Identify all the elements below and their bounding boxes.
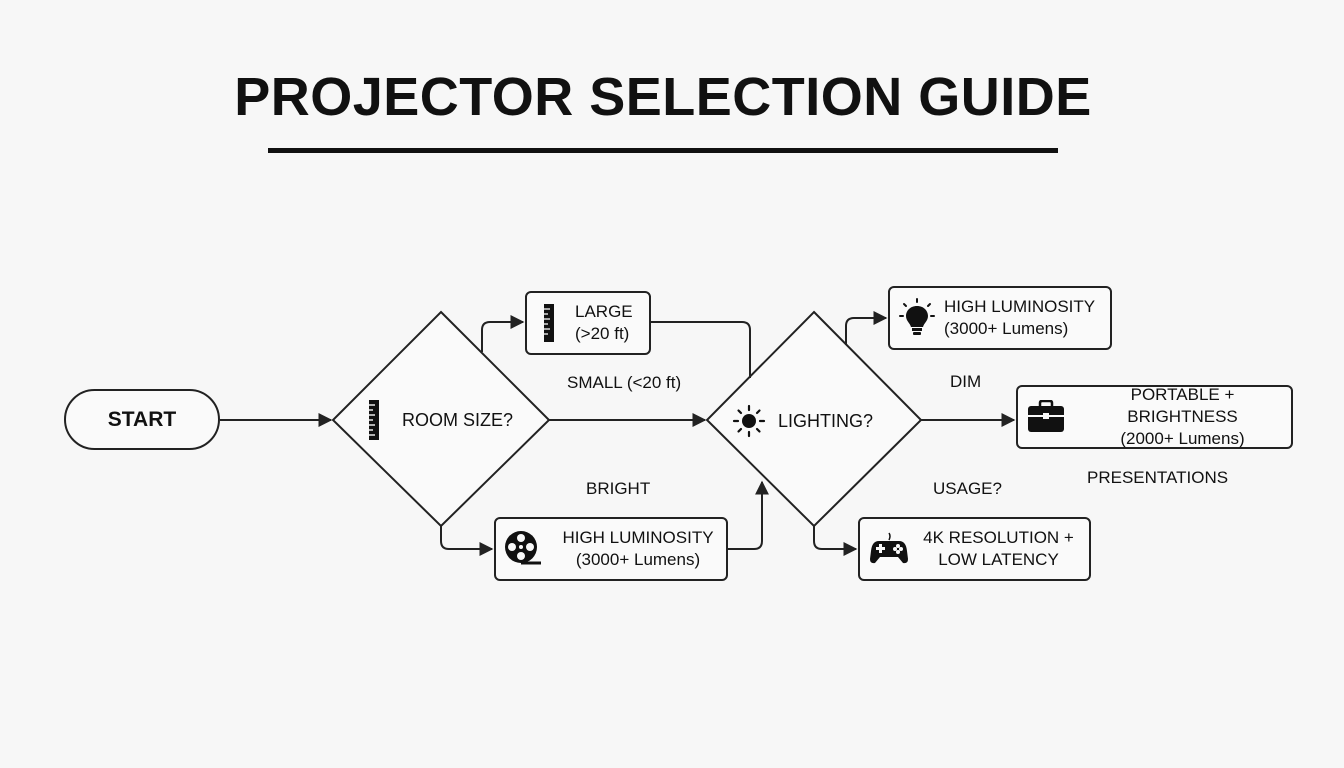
room-size-text: ROOM SIZE?	[402, 409, 514, 430]
gamepad-icon	[870, 532, 908, 564]
high-lum-bottom-line1: HIGH LUMINOSITY	[562, 528, 714, 547]
lighting-to-highlum-top-arrow	[845, 311, 888, 345]
ruler-icon	[544, 304, 554, 342]
edge-label-presentations: PRESENTATIONS	[1087, 468, 1229, 487]
film-reel-icon	[505, 531, 541, 565]
portable-brightness-node: PORTABLE + BRIGHTNESS (2000+ Lumens)	[1016, 385, 1293, 449]
lighting-to-gaming-arrow	[813, 526, 858, 556]
highlum-bottom-to-lighting-arrow	[728, 480, 769, 550]
start-node: START	[64, 389, 220, 450]
lighting-label: LIGHTING?	[732, 404, 873, 438]
edge-label-usage: USAGE?	[933, 479, 1002, 498]
lightbulb-icon	[899, 298, 935, 335]
title-underline	[268, 148, 1058, 153]
ruler-icon	[369, 400, 379, 440]
high-lum-top-line1: HIGH LUMINOSITY	[944, 297, 1096, 316]
high-luminosity-top-node: HIGH LUMINOSITY (3000+ Lumens)	[888, 286, 1112, 350]
high-luminosity-bottom-node: HIGH LUMINOSITY (3000+ Lumens)	[494, 517, 728, 581]
sun-icon	[732, 404, 766, 438]
room-size-label: ROOM SIZE?	[366, 398, 513, 442]
4k-low-latency-node: 4K RESOLUTION + LOW LATENCY	[858, 517, 1091, 581]
page-title: PROJECTOR SELECTION GUIDE	[234, 67, 1092, 127]
room-to-large-arrow	[481, 315, 525, 352]
edge-label-dim: DIM	[950, 372, 982, 391]
portable-line2: (2000+ Lumens)	[1120, 429, 1245, 448]
high-lum-bottom-line2: (3000+ Lumens)	[575, 550, 701, 569]
gaming-line2: LOW LATENCY	[938, 550, 1059, 569]
room-to-highlum-bottom-arrow	[440, 526, 494, 556]
large-room-node: LARGE (>20 ft)	[525, 291, 651, 355]
large-line2: (>20 ft)	[575, 324, 630, 343]
portable-line1: PORTABLE + BRIGHTNESS	[1127, 385, 1238, 426]
lighting-text: LIGHTING?	[778, 410, 874, 431]
edge-label-bright: BRIGHT	[586, 479, 651, 498]
briefcase-icon	[1028, 400, 1064, 432]
large-line1: LARGE	[575, 302, 633, 321]
edge-label-small: SMALL (<20 ft)	[567, 373, 682, 392]
large-to-lighting-connector	[651, 321, 751, 378]
gaming-line1: 4K RESOLUTION +	[923, 528, 1074, 547]
high-lum-top-line2: (3000+ Lumens)	[944, 319, 1069, 338]
